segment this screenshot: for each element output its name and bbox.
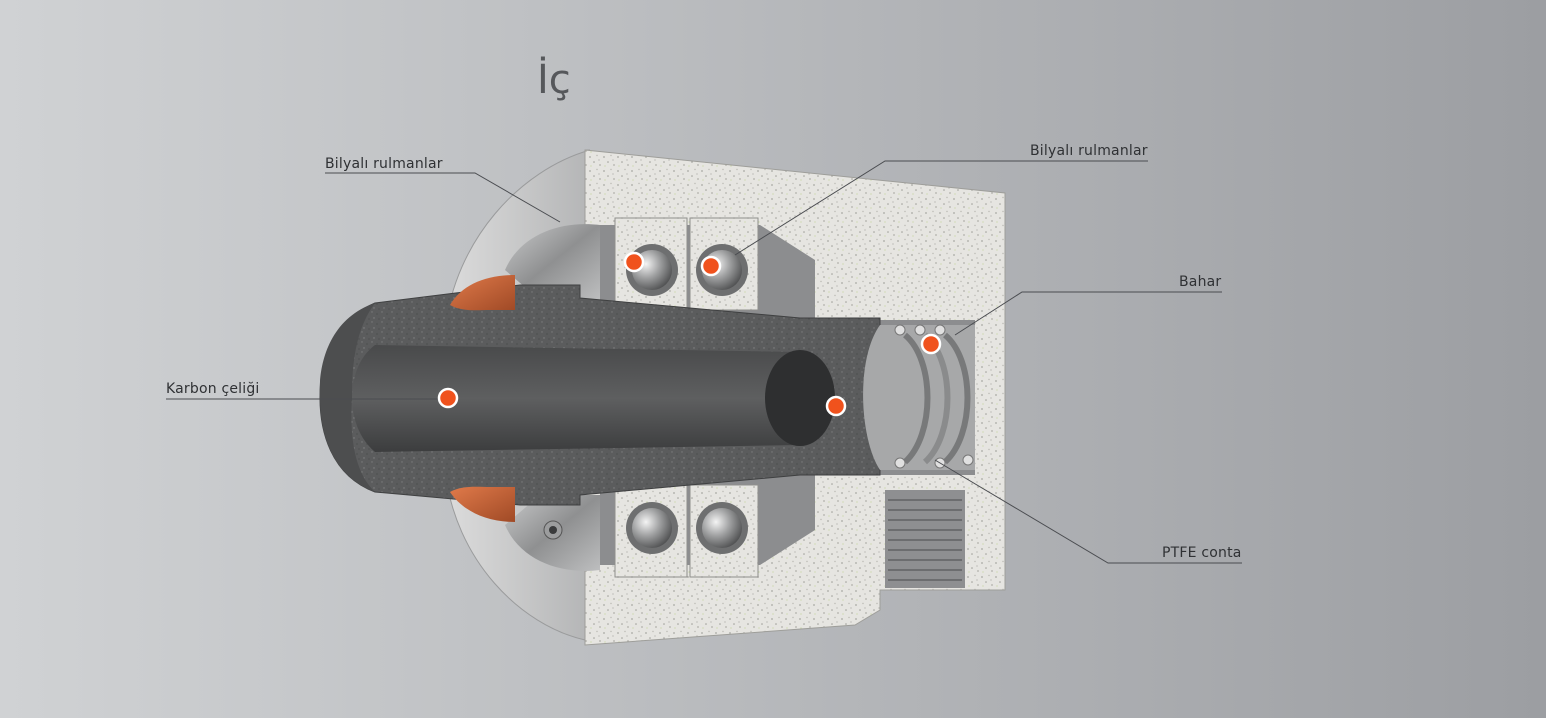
leader-line-spring — [954, 291, 1222, 336]
hotspot-bearing-right[interactable] — [700, 255, 722, 277]
leader-lines — [166, 160, 1242, 564]
bearing-ball — [702, 508, 742, 548]
leader-line-ptfe — [934, 459, 1242, 564]
spring-coil — [902, 332, 931, 465]
seal-ball — [962, 454, 974, 466]
hotspot-bearing-left[interactable] — [623, 251, 645, 273]
hotspot-ptfe-seal[interactable] — [825, 395, 847, 417]
leader-line-bearing-left — [325, 172, 561, 223]
shaft-front-face — [319, 303, 375, 492]
bearing-seat-ring — [505, 224, 600, 300]
port-threads — [888, 499, 962, 581]
callout-label-bearing-right: Bilyalı rulmanlar — [1030, 143, 1148, 159]
hotspot-spring[interactable] — [920, 333, 942, 355]
copper-seal-bottom — [450, 486, 515, 522]
seal-housing — [863, 325, 975, 470]
seal-ball — [934, 324, 946, 336]
callout-label-ptfe-seal: PTFE conta — [1162, 545, 1242, 561]
copper-seal-top — [450, 275, 515, 311]
spring-coil — [942, 332, 971, 465]
hotspots[interactable] — [437, 251, 942, 417]
seal-ball — [894, 457, 906, 469]
callout-label-carbon-steel: Karbon çeliği — [166, 381, 260, 397]
shaft-bore — [352, 345, 800, 452]
callout-label-bearing-left: Bilyalı rulmanlar — [325, 156, 443, 172]
leader-line-bearing-right — [734, 160, 1148, 256]
page-title: İç — [537, 57, 571, 103]
seal-ball — [914, 324, 926, 336]
callout-label-spring: Bahar — [1179, 274, 1222, 290]
bearing-ball — [632, 508, 672, 548]
seal-ball — [894, 324, 906, 336]
shaft-bore-end — [765, 350, 835, 446]
hotspot-carbon-steel[interactable] — [437, 387, 459, 409]
set-screw-hole — [549, 526, 557, 534]
